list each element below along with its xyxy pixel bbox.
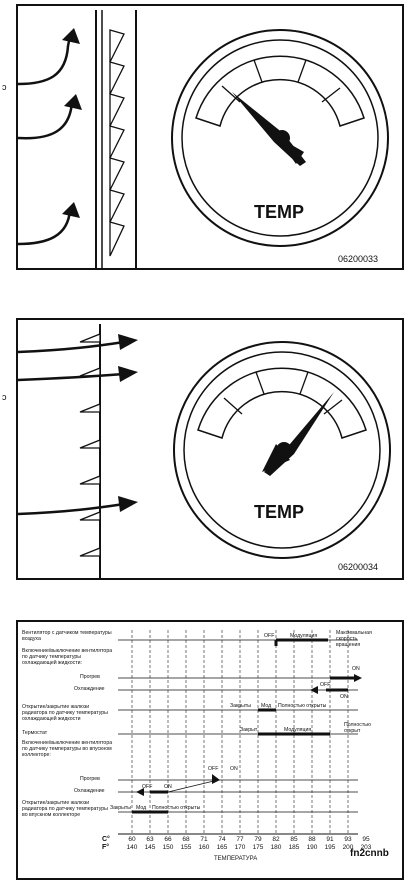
fahrenheit-tick-label: 150 [162, 844, 174, 851]
fahrenheit-tick-label: 185 [288, 844, 300, 851]
celsius-tick-label: 79 [254, 836, 262, 843]
bar-label-fully-open: Полностью открыты [278, 703, 327, 709]
celsius-tick-label: 77 [236, 836, 244, 843]
bar-label-modulation: Модуляция [290, 633, 318, 639]
axis-unit-c: C° [102, 836, 110, 843]
celsius-tick-label: 91 [326, 836, 334, 843]
row-label-warmup-2: Прогрев [80, 776, 100, 782]
panel-temperature-chart: Вентилятор с датчиком температуры воздух… [16, 620, 404, 880]
side-mark-icon: ↄ [2, 82, 7, 92]
celsius-tick-label: 60 [128, 836, 136, 843]
row-label-thermostat: Термостат [22, 730, 48, 736]
celsius-tick-label: 85 [290, 836, 298, 843]
side-mark-icon: ↄ [2, 392, 7, 402]
fahrenheit-tick-label: 160 [198, 844, 210, 851]
bar-label-closed: Закрыты [230, 703, 252, 709]
axis-title: ТЕМПЕРАТУРА [214, 856, 258, 862]
celsius-tick-label: 82 [272, 836, 280, 843]
figure-code: fn2cnnb [350, 848, 389, 859]
chart-bars [132, 638, 358, 814]
temperature-gauge-high [173, 341, 391, 559]
bar-label-mod: Мод [261, 703, 272, 709]
temperature-control-chart [118, 630, 362, 835]
bar-label-fully-open: Полностью открыты [152, 805, 201, 811]
fahrenheit-tick-label: 145 [144, 844, 156, 851]
celsius-tick-label: 88 [308, 836, 316, 843]
bar-label-off: OFF [208, 766, 219, 772]
fahrenheit-tick-label: 195 [324, 844, 336, 851]
row-label-fan-air-sensor: Вентилятор с датчиком температуры воздух… [22, 630, 112, 642]
celsius-tick-label: 68 [182, 836, 190, 843]
panel-louvers-open: TEMP 06200034 [16, 318, 404, 580]
louvers-closed-illustration [18, 10, 389, 268]
figure-code: 06200033 [338, 254, 379, 264]
gauge-label: TEMP [254, 502, 305, 522]
fahrenheit-tick-label: 190 [306, 844, 318, 851]
fahrenheit-tick-label: 165 [216, 844, 228, 851]
fahrenheit-tick-label: 175 [252, 844, 264, 851]
bar-label-on: ON [230, 766, 238, 772]
celsius-tick-label: 93 [344, 836, 352, 843]
louvers-open-illustration [18, 324, 391, 578]
panel-louvers-closed: TEMP 06200033 [16, 4, 404, 270]
bar-label-fully-open: Полностью открыт [344, 722, 371, 734]
gauge-label: TEMP [254, 202, 305, 222]
row-label-warmup: Прогрев [80, 674, 100, 680]
fahrenheit-tick-label: 203 [360, 844, 372, 851]
celsius-tick-label: 95 [362, 836, 370, 843]
bar-label-max-speed: Максимальная скорость вращения [336, 630, 372, 648]
louver-blades-closed [109, 29, 125, 257]
celsius-tick-label: 66 [164, 836, 172, 843]
chart-arrowheads [136, 674, 362, 796]
bar-label-off: OFF [264, 633, 275, 639]
airflow-arrows-through [18, 340, 125, 516]
airflow-arrows-blocked [18, 35, 74, 246]
row-label-cooling: Охлаждение [74, 686, 105, 692]
chart-row-lines [118, 639, 358, 813]
row-label-fan-manifold: Включение/выключение вентилятора по датч… [22, 740, 113, 758]
fahrenheit-tick-label: 200 [342, 844, 354, 851]
celsius-tick-label: 71 [200, 836, 208, 843]
bar-label-closed: Закрыты [110, 805, 132, 811]
fahrenheit-tick-label: 180 [270, 844, 282, 851]
fahrenheit-tick-label: 155 [180, 844, 192, 851]
bar-label-off: OFF [320, 682, 331, 688]
row-label-shutters-coolant: Открытие/закрытие жалюзи радиатора по да… [22, 704, 108, 722]
fahrenheit-tick-label: 140 [126, 844, 138, 851]
axis-unit-f: F° [102, 844, 110, 851]
temperature-gauge-low [171, 29, 389, 247]
bar-label-closed: Закрыт [240, 727, 258, 733]
bar-label-on: ON [340, 694, 348, 700]
row-label-cooling-2: Охлаждение [74, 788, 105, 794]
row-label-shutters-manifold: Открытие/закрытие жалюзи радиатора по да… [22, 800, 108, 818]
bar-label-modulation: Модуляция [284, 727, 312, 733]
celsius-tick-label: 74 [218, 836, 226, 843]
celsius-tick-label: 63 [146, 836, 154, 843]
bar-label-mod: Мод [136, 805, 147, 811]
bar-label-off: OFF [142, 784, 153, 790]
fahrenheit-tick-label: 170 [234, 844, 246, 851]
bar-label-on: ON [352, 666, 360, 672]
row-label-fan-coolant: Включение/выключение вентилятора по датч… [22, 648, 113, 666]
louver-blades-open [79, 333, 101, 557]
figure-code: 06200034 [338, 562, 379, 572]
bar-label-on: ON [164, 784, 172, 790]
